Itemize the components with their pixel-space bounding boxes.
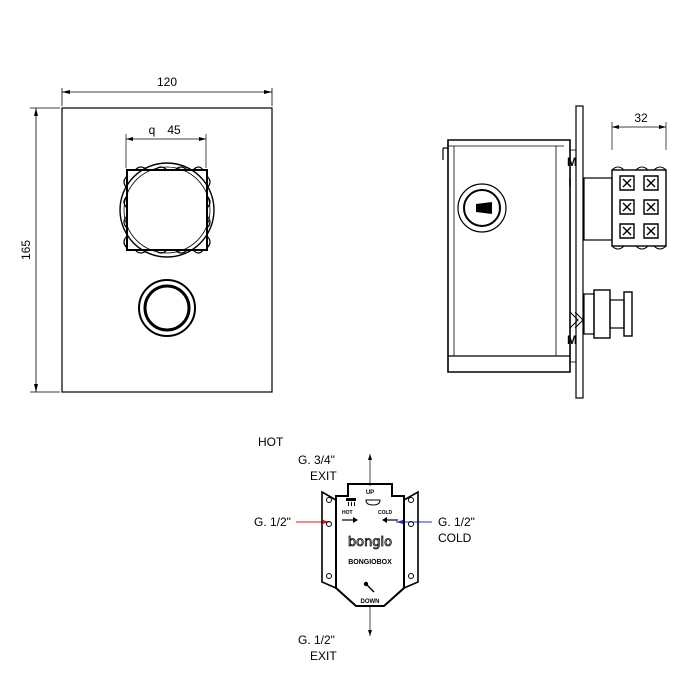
knurled-ring-inner	[123, 166, 211, 254]
hot-inlet-size: G. 1/2"	[254, 515, 291, 529]
box-brand-logo: bongio	[348, 535, 392, 550]
height-dim-arrow-top	[34, 108, 38, 116]
cold-inlet-size: G. 1/2"	[438, 515, 475, 529]
depth-dim-arrow-left	[612, 125, 619, 129]
bottom-exit-arrow-head	[368, 630, 372, 636]
hot-inlet-arrow-head	[323, 520, 330, 524]
side-dial-notch	[476, 202, 492, 214]
box-cold-arrow-icon	[382, 517, 398, 523]
box-tab-left	[321, 490, 337, 589]
width-dim-arrow-left	[62, 90, 70, 94]
bongiobox-outline	[335, 483, 405, 607]
handle-dim-label: 45	[167, 123, 181, 137]
handle-dim-arrow-right	[199, 137, 206, 141]
top-exit-label: EXIT	[310, 469, 337, 483]
depth-dim-arrow-right	[659, 125, 666, 129]
knurled-ring	[119, 162, 215, 258]
side-view: M M 32	[442, 105, 667, 399]
button-stem-base	[583, 293, 595, 335]
box-screw-ml	[326, 521, 332, 527]
handle-dim-arrow-left	[126, 137, 133, 141]
depth-dim-label: 32	[634, 111, 648, 125]
front-view: 120 165 q 45	[19, 75, 273, 393]
box-up-label: UP	[366, 490, 374, 496]
top-exit-size: G. 3/4"	[298, 453, 335, 467]
top-exit-arrow-head	[368, 454, 372, 460]
width-dim-label: 120	[157, 75, 177, 89]
side-dial-outer	[457, 183, 507, 233]
box-screw-mr	[408, 521, 414, 527]
box-hot-arrow-icon	[342, 517, 358, 523]
height-dim-label: 165	[19, 240, 33, 260]
box-screw-br	[408, 573, 414, 579]
box-screw-tl	[326, 497, 332, 503]
hand-shower-icon	[363, 581, 375, 593]
box-down-label: DOWN	[361, 599, 380, 605]
hot-title: HOT	[258, 435, 284, 449]
handle-block	[611, 169, 667, 247]
cold-label: COLD	[438, 531, 472, 545]
side-mark-chevron	[569, 311, 579, 329]
knurl-teeth	[123, 166, 211, 254]
bathtub-icon	[365, 499, 381, 506]
body-box	[447, 139, 571, 373]
box-tab-right	[403, 490, 419, 589]
height-dim-arrow-bottom	[34, 384, 38, 392]
handle-knurl-pattern	[619, 175, 659, 239]
bottom-exit-label: EXIT	[310, 649, 337, 663]
square-handle	[126, 169, 208, 251]
button-collar	[593, 289, 611, 339]
box-hot-label: HOT	[342, 510, 353, 516]
cold-inlet-arrow-head	[396, 520, 403, 524]
handle-stem	[583, 177, 613, 241]
side-mark-bottom: M	[567, 333, 577, 347]
width-dim-arrow-right	[264, 90, 272, 94]
shower-icon	[346, 498, 356, 506]
cover-plate	[61, 107, 273, 393]
side-dial-inner	[463, 189, 501, 227]
button-cap	[623, 291, 633, 337]
side-mark-chevron-2	[574, 311, 584, 329]
box-screw-bl	[326, 573, 332, 579]
diverter-button-inner	[143, 284, 191, 332]
box-cold-label: COLD	[378, 510, 393, 516]
handle-dim-prefix: q	[149, 123, 156, 137]
button-body	[609, 299, 625, 329]
box-screw-tr	[408, 497, 414, 503]
side-wall-plate	[575, 105, 584, 399]
box-model-label: BONGIOBOX	[348, 559, 392, 566]
side-mark-top: M	[567, 155, 577, 169]
bottom-exit-size: G. 1/2"	[298, 633, 335, 647]
connection-diagram: HOT G. 3/4" EXIT G. 1/2" G. 1/2" COLD UP	[254, 435, 475, 663]
diverter-button-outer	[138, 279, 196, 337]
